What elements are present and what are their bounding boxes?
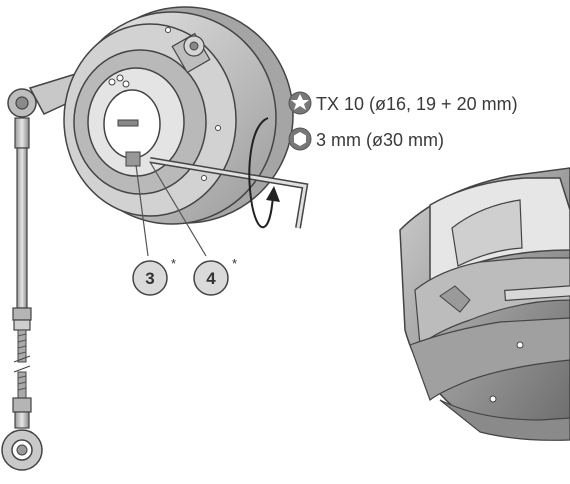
detail-view bbox=[399, 167, 570, 441]
callout-3: 3 * bbox=[132, 256, 176, 296]
callout-4-leader bbox=[149, 161, 207, 257]
tool-legend: TX 10 (ø16, 19 + 20 mm) 3 mm (ø30 mm) bbox=[288, 91, 518, 151]
allen-key bbox=[149, 157, 309, 229]
torque-arm bbox=[1, 71, 98, 471]
callout-4: 4 * bbox=[193, 256, 237, 296]
callout-4-number: 4 bbox=[206, 269, 216, 288]
callout-3-leader bbox=[135, 164, 149, 257]
callout-3-number: 3 bbox=[145, 269, 154, 288]
callout-3-mark: * bbox=[171, 256, 176, 271]
encoder-housing bbox=[63, 6, 294, 225]
legend-hex-text: 3 mm (ø30 mm) bbox=[316, 130, 444, 150]
callout-4-mark: * bbox=[232, 256, 237, 271]
hex-icon bbox=[288, 127, 312, 151]
rotation-arrow-icon bbox=[248, 117, 280, 229]
legend-torx-text: TX 10 (ø16, 19 + 20 mm) bbox=[316, 94, 518, 114]
torx-icon bbox=[288, 91, 312, 115]
